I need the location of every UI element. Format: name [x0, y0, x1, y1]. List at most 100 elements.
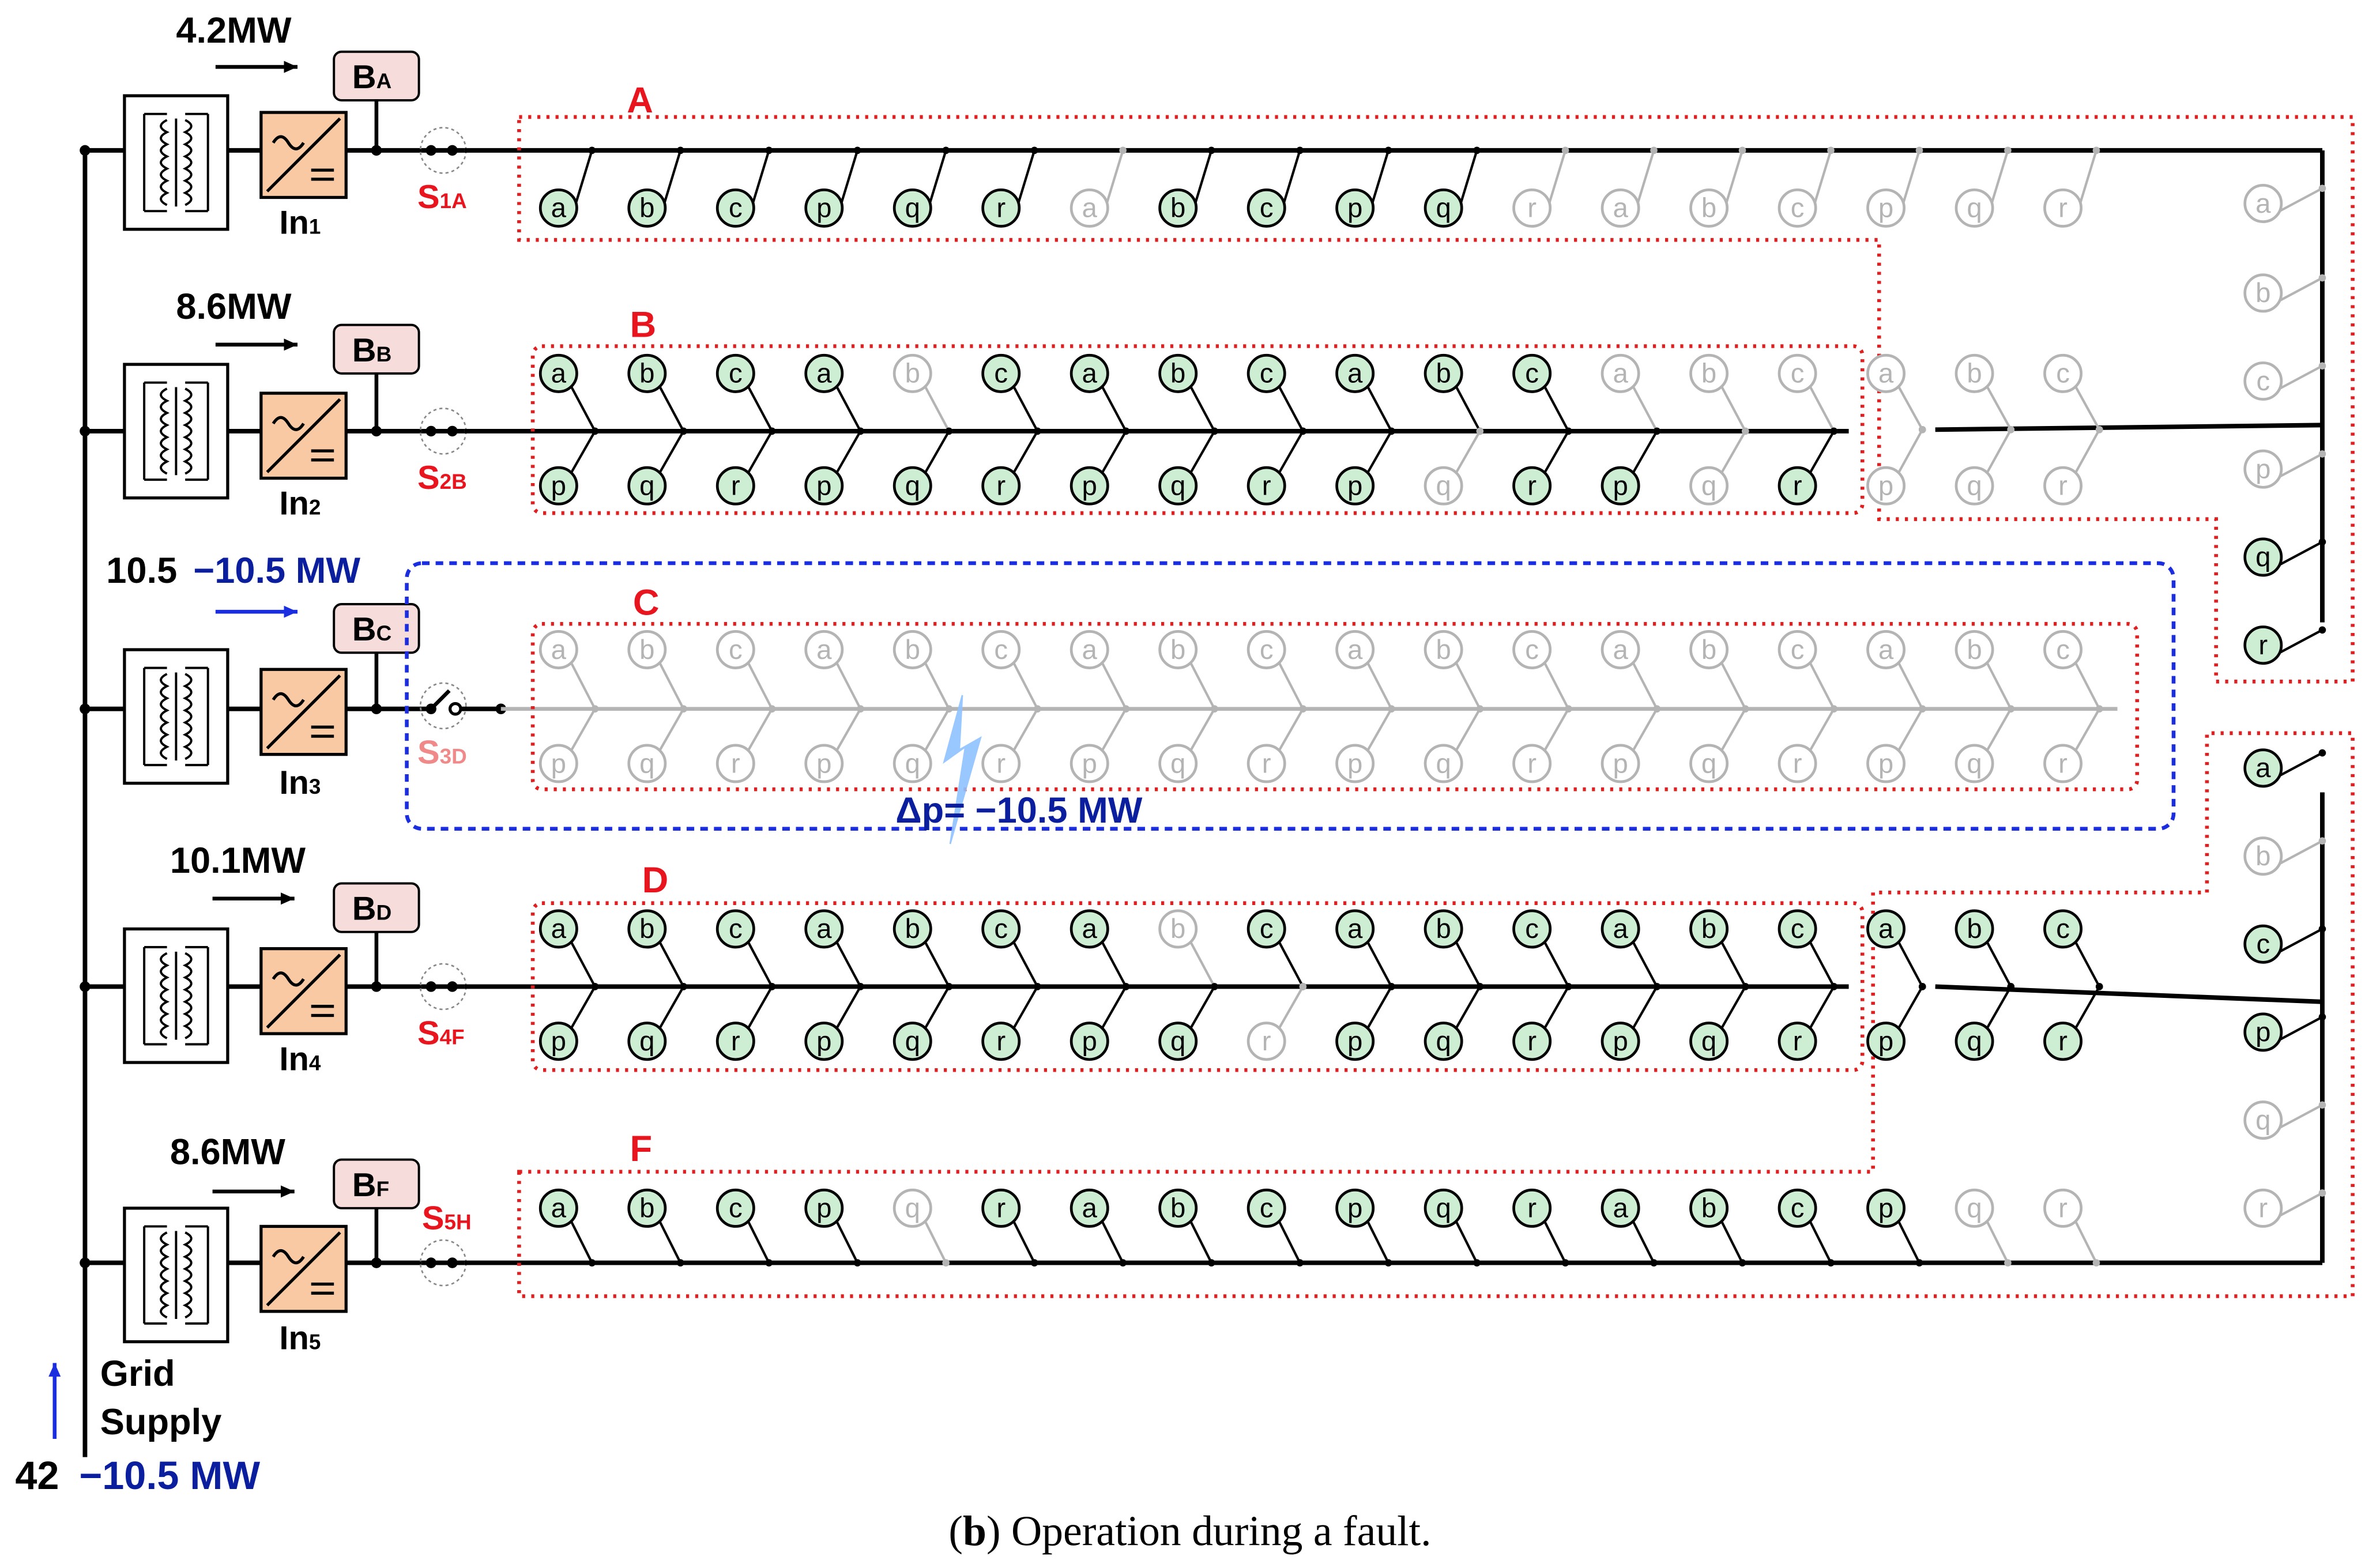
- load-letter: q: [1967, 748, 1982, 779]
- load-letter: p: [1878, 748, 1893, 779]
- load-node-c: c: [1778, 1188, 1835, 1267]
- svg-text:BA: BA: [352, 59, 391, 96]
- load-letter: p: [1613, 748, 1628, 779]
- load-letter: a: [1347, 359, 1363, 389]
- load-node-r: r: [1778, 705, 1838, 783]
- inverter-label: In4: [279, 1041, 321, 1077]
- load-letter: q: [905, 470, 920, 501]
- switch-closed[interactable]: [419, 963, 467, 1011]
- junction-dot: [80, 145, 91, 156]
- load-letter: p: [816, 748, 831, 779]
- load-letter: b: [1967, 914, 1982, 944]
- load-letter: c: [994, 914, 1008, 944]
- feeder-power: 8.6MW: [170, 1132, 285, 1172]
- feeder-b: In2 BB 8.6MW S2B: [80, 287, 1849, 522]
- grid-label-line1: Grid: [100, 1354, 175, 1394]
- caption-rest: ) Operation during a fault.: [986, 1507, 1432, 1554]
- load-letter: c: [994, 635, 1008, 665]
- load-node-r: r: [1512, 983, 1572, 1061]
- load-node-p: p: [1866, 1188, 1923, 1267]
- switch-label: S4F: [417, 1015, 465, 1051]
- load-letter: r: [1262, 748, 1271, 779]
- feeder-power: 10.1MW: [170, 840, 306, 881]
- load-node-a: a: [538, 630, 599, 713]
- inverter-icon: [259, 947, 348, 1035]
- load-node-b: b: [627, 1188, 684, 1267]
- load-letter: p: [1082, 748, 1097, 779]
- load-node-q: q: [627, 983, 687, 1061]
- load-letter: a: [1347, 635, 1363, 665]
- load-node-p: p: [1866, 983, 1926, 1061]
- load-letter: b: [1701, 359, 1716, 389]
- load-letter: r: [1527, 748, 1537, 779]
- load-letter: q: [1436, 748, 1451, 779]
- load-letter: p: [816, 1026, 831, 1057]
- transformer-icon: [123, 648, 229, 785]
- load-letter: r: [731, 470, 740, 501]
- load-node-c: c: [2243, 361, 2326, 401]
- load-letter: c: [729, 359, 743, 389]
- load-letter: b: [1701, 635, 1716, 665]
- switch-label: S1A: [417, 179, 467, 216]
- fault-power-label: Δp= −10.5 MW: [895, 790, 1142, 831]
- load-letter: p: [551, 748, 566, 779]
- load-node-q: q: [1689, 427, 1749, 506]
- load-node-p: p: [804, 983, 864, 1061]
- load-letter: a: [1878, 635, 1894, 665]
- battery-box: BB: [333, 323, 420, 375]
- load-letter: c: [1260, 1193, 1274, 1224]
- load-node-q: q: [1955, 425, 2015, 506]
- switch-closed[interactable]: [419, 408, 467, 455]
- switch-closed[interactable]: [419, 1239, 467, 1287]
- load-node-q: q: [1689, 705, 1749, 783]
- load-letter: a: [2255, 189, 2271, 219]
- load-node-q: q: [1955, 983, 2015, 1061]
- load-node-r: r: [715, 427, 776, 506]
- grid-power-base: 42: [15, 1453, 59, 1498]
- load-node-b: b: [892, 909, 953, 990]
- load-letter: a: [1082, 359, 1098, 389]
- load-node-r: r: [981, 427, 1041, 506]
- load-node-b: b: [2243, 273, 2326, 313]
- load-letter: c: [2056, 914, 2070, 944]
- load-letter: p: [816, 193, 831, 224]
- load-node-q: q: [1424, 983, 1484, 1061]
- load-node-c: c: [981, 909, 1041, 990]
- load-letter: c: [1525, 635, 1539, 665]
- load-letter: p: [1347, 748, 1362, 779]
- load-node-p: p: [1070, 427, 1130, 506]
- load-letter: q: [905, 193, 920, 224]
- load-letter: p: [1347, 193, 1362, 224]
- inverter-label: In2: [279, 485, 321, 522]
- group-label-f: F: [630, 1129, 653, 1169]
- load-letter: q: [1436, 470, 1451, 501]
- load-letter: b: [1967, 359, 1982, 389]
- load-node-c: c: [2043, 353, 2103, 434]
- load-letter: p: [551, 1026, 566, 1057]
- switch-open[interactable]: [419, 682, 467, 730]
- load-letter: b: [1701, 193, 1716, 224]
- load-node-c: c: [981, 353, 1041, 435]
- load-node-b: b: [1158, 1188, 1215, 1267]
- junction-dot: [371, 703, 382, 714]
- load-letter: c: [729, 635, 743, 665]
- load-node-q: q: [1424, 146, 1481, 228]
- load-node-a: a: [1601, 146, 1658, 228]
- load-node-c: c: [715, 630, 776, 713]
- load-node-a: a: [1866, 630, 1926, 713]
- load-node-c: c: [1247, 909, 1307, 990]
- load-letter: a: [1613, 359, 1628, 389]
- load-letter: q: [905, 1193, 920, 1224]
- load-node-c: c: [1247, 1188, 1304, 1267]
- svg-text:BF: BF: [352, 1167, 389, 1204]
- grid-power-delta: −10.5 MW: [79, 1453, 260, 1498]
- load-node-c: c: [715, 909, 776, 990]
- load-node-c: c: [981, 630, 1041, 713]
- load-letter: b: [905, 359, 920, 389]
- load-letter: b: [2255, 278, 2270, 308]
- load-letter: b: [639, 193, 654, 224]
- switch-closed[interactable]: [419, 127, 467, 174]
- load-letter: c: [1791, 914, 1805, 944]
- load-letter: r: [2258, 630, 2268, 661]
- load-node-c: c: [1247, 353, 1307, 435]
